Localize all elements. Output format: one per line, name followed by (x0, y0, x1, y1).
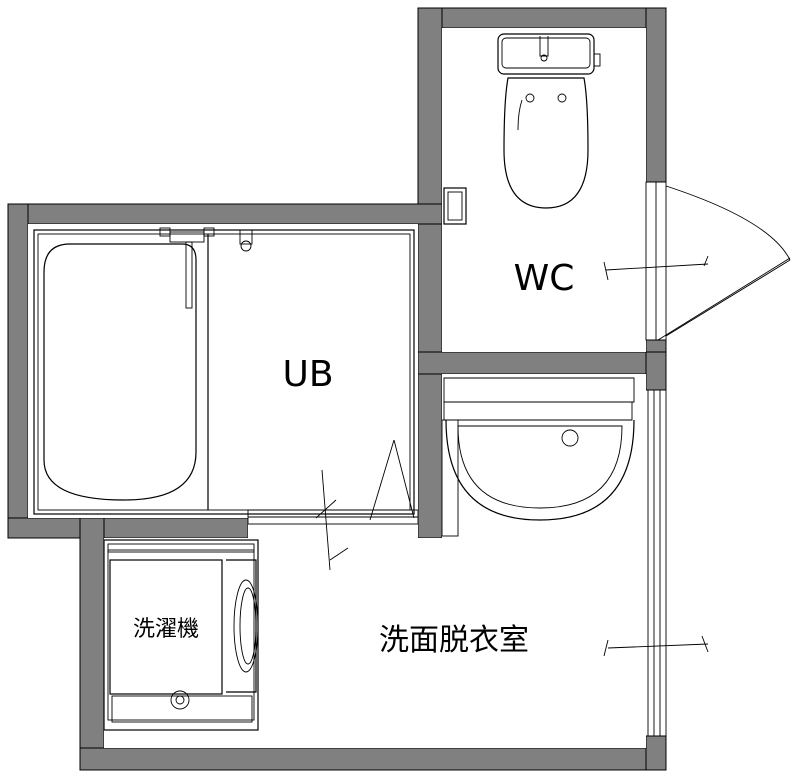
wall-wc-top (417, 7, 667, 29)
bath-faucet (159, 227, 253, 309)
unit-bath (33, 227, 419, 571)
bath-door (247, 439, 419, 571)
room-label-wc: WC (514, 258, 575, 299)
toilet-room: WC (443, 33, 791, 341)
wall-ub-top (7, 203, 443, 225)
wall-wc-bottom (417, 351, 667, 375)
wall-wc-right-lower (645, 339, 667, 353)
room-label-washroom: 洗面脱衣室 (379, 623, 529, 658)
wall-wash-right-lower (645, 735, 667, 771)
paper-holder (443, 187, 467, 225)
wall-wash-left (79, 517, 105, 771)
wall-ub-wc-divider (417, 7, 443, 539)
bathtub (43, 243, 197, 501)
wall-wc-right-upper (645, 7, 667, 183)
vanity-sink (441, 377, 635, 537)
wall-wash-right-upper (645, 351, 667, 391)
wc-door (603, 181, 791, 341)
room-label-ub: UB (282, 354, 333, 395)
toilet (497, 33, 601, 209)
wall-ub-bottom (7, 517, 249, 539)
washroom: 洗濯機 洗面脱衣室 (103, 377, 709, 737)
appliance-label-washer: 洗濯機 (133, 617, 199, 642)
wash-window (603, 389, 709, 737)
wall-ub-left (7, 203, 29, 539)
washing-machine (103, 539, 259, 731)
wall-wash-bottom (79, 747, 667, 771)
